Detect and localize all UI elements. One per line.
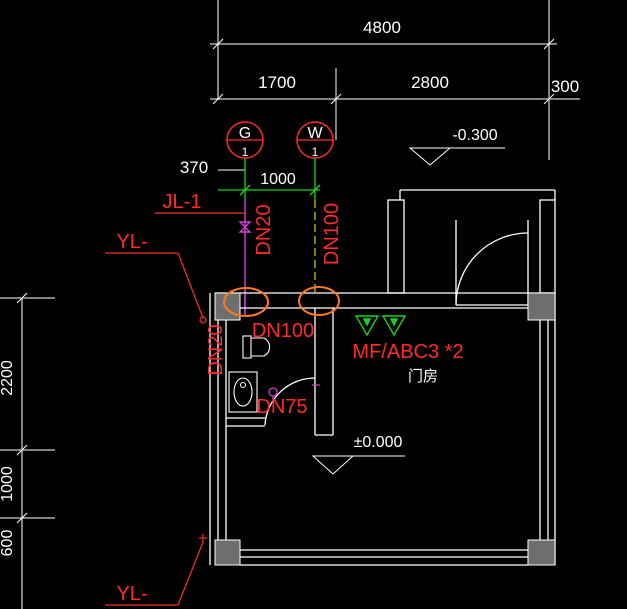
elevation-upper-label: -0.300 <box>452 127 497 144</box>
column-top-right <box>527 292 556 321</box>
toilet-fixture <box>242 335 271 359</box>
floor-drain-icon <box>268 387 278 397</box>
column-top-left <box>214 292 241 321</box>
water-symbol-number: 1 <box>312 145 319 159</box>
room-name: 门房 <box>408 368 438 385</box>
yl-top-leader <box>105 252 207 324</box>
yl-top-label: YL- <box>116 231 147 253</box>
pipe-gap-label: 1000 <box>260 171 296 188</box>
elevation-marker-floor <box>311 455 405 475</box>
gas-symbol-number: 1 <box>242 145 249 159</box>
highlight-gas-riser <box>223 287 269 317</box>
dim-left-600: 600 <box>0 530 16 557</box>
dn100-vertical-label: DN100 <box>321 203 343 265</box>
gas-symbol-letter: G <box>239 125 251 142</box>
dim-left-1000: 1000 <box>0 466 16 502</box>
column-bottom-right <box>527 539 556 566</box>
dim-offset: 370 <box>180 158 208 177</box>
gas-pipe-symbol: G 1 <box>226 121 264 159</box>
dn20-vertical-label: DN20 <box>253 204 275 255</box>
dn100-horizontal-label: DN100 <box>252 320 314 342</box>
dn75-label: DN75 <box>256 396 307 418</box>
jl-label: JL-1 <box>163 191 202 213</box>
dim-seg-far: 300 <box>551 77 579 96</box>
water-pipe-symbol: W 1 <box>296 121 334 159</box>
column-bottom-left <box>214 539 241 566</box>
gas-pipe <box>238 200 252 315</box>
washbasin-fixture <box>228 371 258 413</box>
dim-seg-left: 1700 <box>258 73 296 92</box>
building-walls <box>209 189 556 566</box>
dim-total-width: 4800 <box>363 18 401 37</box>
extinguisher-icon <box>354 315 407 337</box>
water-symbol-letter: W <box>307 125 323 142</box>
yl-bottom-label: YL- <box>116 583 147 605</box>
highlight-water-riser <box>298 286 340 316</box>
gas-riser-diagonal <box>155 212 245 301</box>
pipe-gap-dimension <box>218 158 321 200</box>
dim-left-2200: 2200 <box>0 360 16 396</box>
elevation-floor-label: ±0.000 <box>354 434 403 451</box>
dn20-left-label: DN20 <box>205 324 227 375</box>
elevation-marker-upper <box>408 147 505 166</box>
dim-seg-right: 2800 <box>411 73 449 92</box>
yl-bottom-leader <box>105 534 207 606</box>
dimension-lines <box>0 0 580 609</box>
extinguisher-label: MF/ABC3 *2 <box>352 341 463 363</box>
